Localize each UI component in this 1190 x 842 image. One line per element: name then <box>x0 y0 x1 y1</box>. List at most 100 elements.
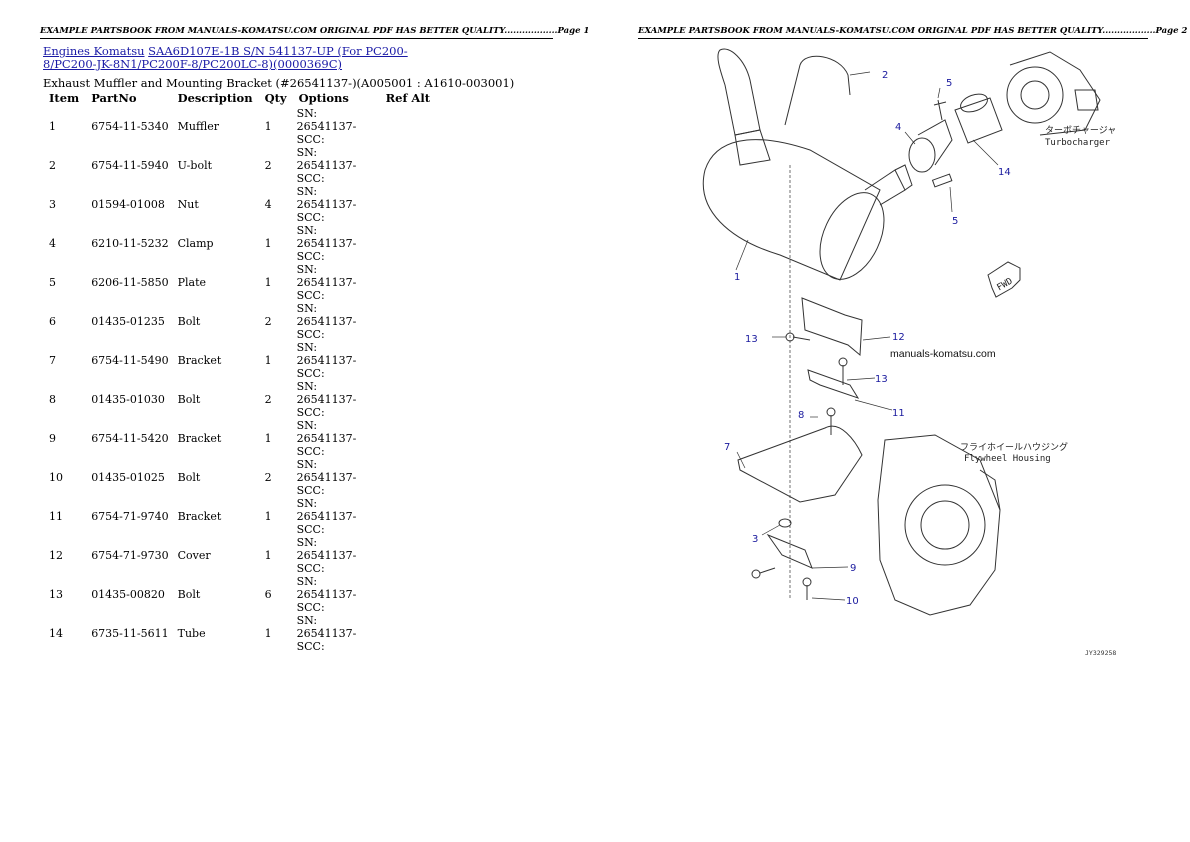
col-header-partno: PartNo <box>91 91 137 105</box>
cell-description: Bracket <box>177 432 222 445</box>
breadcrumb-link-model[interactable]: SAA6D107E-1B S/N 541137-UP (For PC200-8/… <box>43 44 408 71</box>
cell-item: 8 <box>49 393 56 406</box>
cell-options: SN: 26541137-SCC: <box>296 263 357 302</box>
cell-refalt <box>380 458 436 497</box>
cell-refalt <box>380 575 436 614</box>
cell-qty: 2 <box>264 471 272 484</box>
cell-refalt <box>380 302 436 341</box>
cell-refalt <box>380 263 436 302</box>
cell-description: Plate <box>177 276 207 289</box>
cell-options: SN: 26541137-SCC: <box>296 341 357 380</box>
page-header-1: EXAMPLE PARTSBOOK FROM MANUALS-KOMATSU.C… <box>40 26 589 39</box>
cell-partno: 6206-11-5850 <box>91 276 169 289</box>
callout-labels: 1 2 3 4 5 5 7 8 9 10 11 12 13 13 14 <box>724 70 1011 607</box>
table-row: 7 6754-11-5490 Bracket 1 SN: 26541137-SCC: <box>43 341 436 380</box>
clamp-drawing <box>908 99 953 188</box>
breadcrumb-link-engines[interactable]: Engines Komatsu <box>43 44 145 58</box>
callout-5b: 5 <box>952 216 958 227</box>
cell-options: SN: 26541137-SCC: <box>296 302 357 341</box>
cell-refalt <box>380 224 436 263</box>
parts-table: Item PartNo Description Qty Options Ref … <box>43 91 436 653</box>
cell-partno: 01435-01030 <box>91 393 165 406</box>
cell-partno: 01435-01235 <box>91 315 165 328</box>
cell-partno: 6754-11-5490 <box>91 354 169 367</box>
cell-item: 9 <box>49 432 56 445</box>
cell-description: Clamp <box>177 237 214 250</box>
cell-description: Bolt <box>177 471 201 484</box>
col-header-qty: Qty <box>264 91 287 105</box>
breadcrumb: Engines Komatsu SAA6D107E-1B S/N 541137-… <box>43 45 423 71</box>
callout-8: 8 <box>798 410 804 421</box>
cell-qty: 2 <box>264 315 272 328</box>
cell-refalt <box>380 341 436 380</box>
cell-refalt <box>380 536 436 575</box>
cell-description: Muffler <box>177 120 220 133</box>
fwd-label: FWD <box>995 277 1014 294</box>
figure-code: JY329258 <box>1085 649 1116 657</box>
cell-qty: 1 <box>264 354 272 367</box>
cell-item: 7 <box>49 354 56 367</box>
callout-5a: 5 <box>946 78 952 89</box>
turbo-label-en: Turbocharger <box>1045 138 1111 148</box>
cell-description: Tube <box>177 627 206 640</box>
table-row: 5 6206-11-5850 Plate 1 SN: 26541137-SCC: <box>43 263 436 302</box>
page-header-2: EXAMPLE PARTSBOOK FROM MANUALS-KOMATSU.C… <box>638 26 1187 39</box>
cell-partno: 01435-01025 <box>91 471 165 484</box>
cell-item: 2 <box>49 159 56 172</box>
cell-qty: 1 <box>264 432 272 445</box>
cell-partno: 6754-11-5940 <box>91 159 169 172</box>
callout-4: 4 <box>895 122 901 133</box>
callout-10: 10 <box>846 596 859 607</box>
exploded-parts-diagram: 1 2 3 4 5 5 7 8 9 10 11 12 13 13 14 ターボチ… <box>702 48 1116 657</box>
flywheel-label-jp: フライホイールハウジング <box>960 441 1068 453</box>
cell-partno: 6735-11-5611 <box>91 627 169 640</box>
cell-item: 6 <box>49 315 56 328</box>
callout-3: 3 <box>752 534 758 545</box>
cell-qty: 2 <box>264 159 272 172</box>
flywheel-label-en: Flywheel Housing <box>964 454 1051 464</box>
col-header-description: Description <box>177 91 253 105</box>
cell-item: 14 <box>49 627 63 640</box>
fwd-arrow <box>987 261 1021 298</box>
col-header-refalt: Ref Alt <box>385 91 431 105</box>
cell-qty: 1 <box>264 276 272 289</box>
cell-qty: 1 <box>264 549 272 562</box>
callout-14: 14 <box>998 167 1011 178</box>
watermark-text: manuals-komatsu.com <box>890 348 996 360</box>
cell-qty: 6 <box>264 588 272 601</box>
cell-partno: 6754-11-5340 <box>91 120 169 133</box>
cell-refalt <box>380 146 436 185</box>
cell-item: 4 <box>49 237 56 250</box>
callout-9: 9 <box>850 563 856 574</box>
page-subtitle: Exhaust Muffler and Mounting Bracket (#2… <box>43 76 515 90</box>
leader-lines <box>735 71 999 601</box>
cell-description: Bolt <box>177 588 201 601</box>
cell-description: Bracket <box>177 354 222 367</box>
cell-partno: 01594-01008 <box>91 198 165 211</box>
cell-partno: 6210-11-5232 <box>91 237 169 250</box>
cell-qty: 1 <box>264 510 272 523</box>
cell-item: 5 <box>49 276 56 289</box>
cell-item: 10 <box>49 471 63 484</box>
col-header-options: Options <box>298 91 349 105</box>
cell-qty: 2 <box>264 393 272 406</box>
callout-12: 12 <box>892 332 905 343</box>
table-header-row: Item PartNo Description Qty Options Ref … <box>43 91 436 107</box>
cell-options: SN: 26541137-SCC: <box>296 419 357 458</box>
cell-qty: 1 <box>264 237 272 250</box>
cell-description: Bracket <box>177 510 222 523</box>
cell-options: SN: 26541137-SCC: <box>296 185 357 224</box>
cell-partno: 6754-71-9740 <box>91 510 169 523</box>
cell-description: Bolt <box>177 393 201 406</box>
col-header-item: Item <box>49 91 80 105</box>
cell-item: 12 <box>49 549 63 562</box>
cell-options: SN: 26541137-SCC: <box>296 107 357 146</box>
callout-2: 2 <box>882 70 888 81</box>
